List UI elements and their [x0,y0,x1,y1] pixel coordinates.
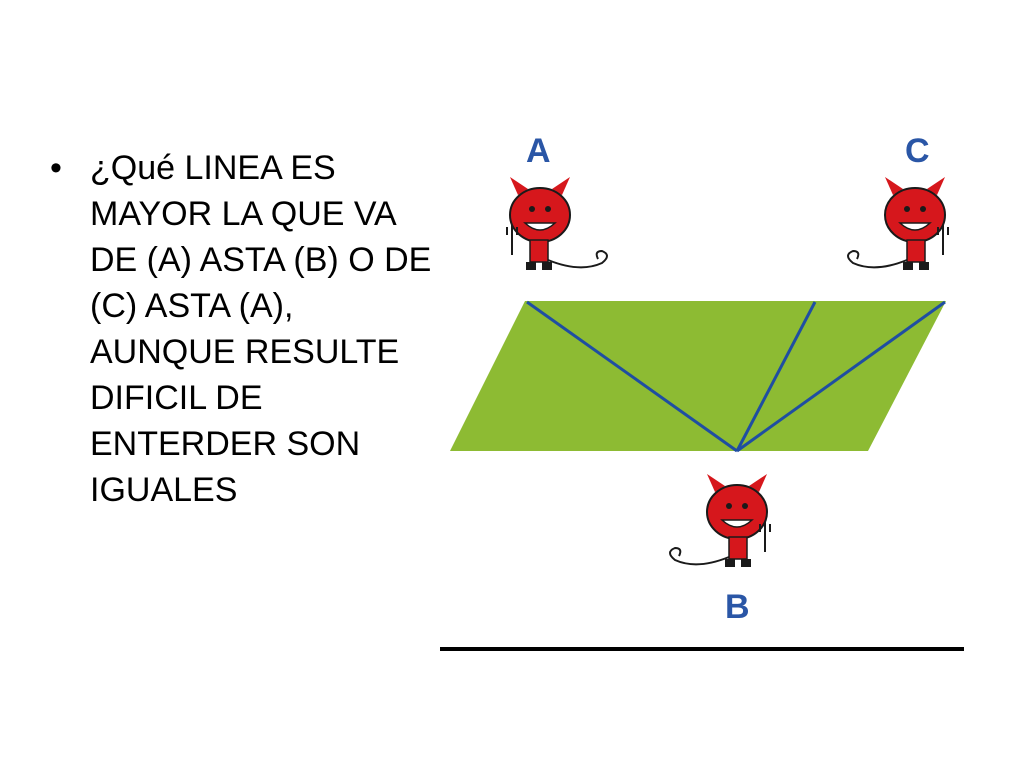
divider-line [440,647,964,651]
devil-c-icon [847,177,949,270]
bullet-symbol: • [50,149,62,187]
green-parallelogram [450,301,946,451]
devil-b-icon [669,474,771,567]
line-middle [735,301,817,452]
label-b: B [725,588,750,626]
devil-a-icon [506,177,608,270]
line-a-to-b [526,300,738,453]
question-text: ¿Qué LINEA ES MAYOR LA QUE VA DE (A) AST… [90,149,432,509]
label-a: A [526,132,551,170]
label-c: C [905,132,930,170]
line-c-to-b [736,300,946,453]
